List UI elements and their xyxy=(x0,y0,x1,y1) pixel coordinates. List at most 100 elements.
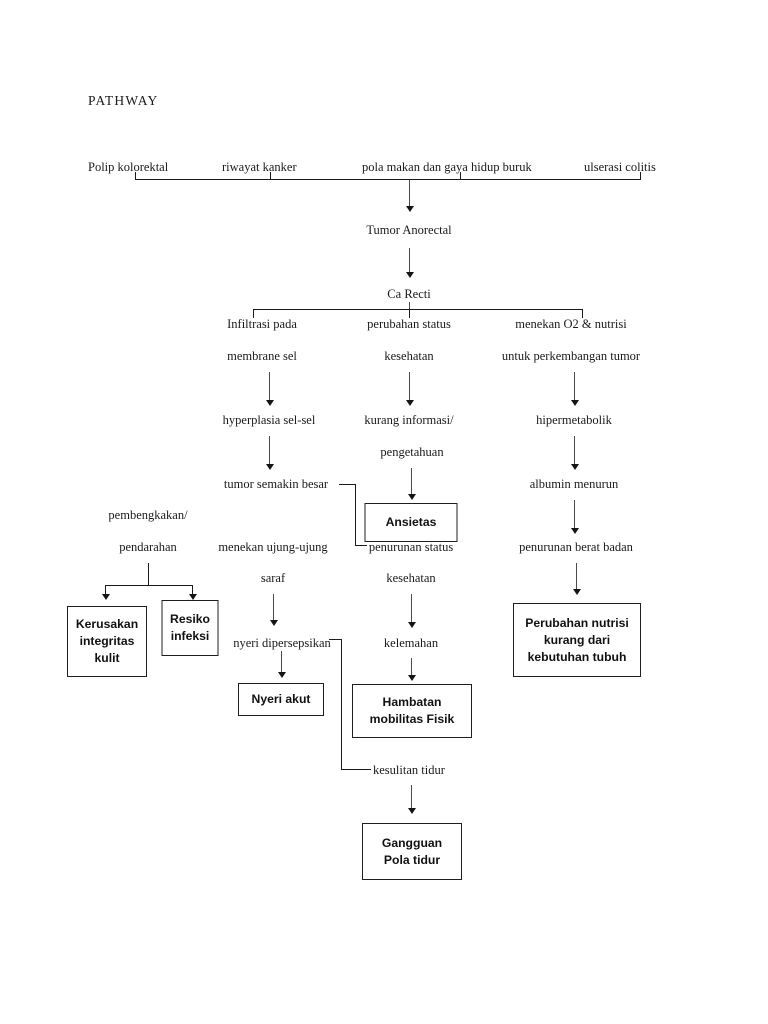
connector-pendarahan-stem xyxy=(148,563,150,586)
arrowhead-to-resiko xyxy=(189,594,197,600)
connector-tumorbesar-elbow-vertical xyxy=(355,484,357,546)
connector-hipermetabolik-to-albumin xyxy=(574,436,576,466)
connector-nyeri-elbow-top xyxy=(329,639,342,641)
node-pembengkakan: pembengkakan/ xyxy=(108,508,188,522)
node-albumin-menurun: albumin menurun xyxy=(529,477,619,491)
node-perubahan-status: perubahan status xyxy=(367,317,451,331)
connector-carecti-bracket xyxy=(253,309,583,311)
connector-tumorbesar-elbow-bottom xyxy=(355,545,367,547)
arrowhead-to-albumin-menurun xyxy=(571,464,579,470)
outcome-box-gangguan-pola-tidur[interactable]: Gangguan Pola tidur xyxy=(362,823,462,880)
connector-drop-kerusakan xyxy=(105,585,107,596)
connector-beratbadan-to-nutrisi xyxy=(576,563,578,591)
box-line-nutrisi-1: Perubahan nutrisi xyxy=(525,615,629,630)
outcome-box-kerusakan-integritas-kulit[interactable]: Kerusakan integritas kulit xyxy=(67,606,147,677)
node-menekan-o2-nutrisi: menekan O2 & nutrisi xyxy=(515,317,627,331)
node-ulserasi-colitis: ulserasi colitis xyxy=(584,160,656,174)
arrowhead-to-hambatan xyxy=(408,675,416,681)
node-penurunan-status: penurunan status xyxy=(368,540,454,554)
box-line-ansietas: Ansietas xyxy=(385,515,437,529)
node-kesehatan-2: kesehatan xyxy=(386,571,436,585)
box-line-nutrisi-3: kebutuhan tubuh xyxy=(527,649,627,664)
box-line-nutrisi-2: kurang dari xyxy=(543,632,611,647)
node-untuk-perkembangan-tumor: untuk perkembangan tumor xyxy=(501,349,641,363)
node-pengetahuan: pengetahuan xyxy=(380,445,444,459)
node-riwayat-kanker: riwayat kanker xyxy=(222,160,297,174)
connector-albumin-to-berat-badan xyxy=(574,500,576,530)
node-polip-kolorektal: Polip kolorektal xyxy=(88,160,169,174)
node-membrane-sel: membrane sel xyxy=(227,349,297,363)
arrowhead-to-perubahan-nutrisi xyxy=(573,589,581,595)
connector-tick-branch-middle xyxy=(409,309,411,318)
node-kurang-informasi: kurang informasi/ xyxy=(364,413,454,427)
arrowhead-to-ansietas xyxy=(408,494,416,500)
node-pendarahan: pendarahan xyxy=(119,540,177,554)
arrowhead-to-penurunan-berat-badan xyxy=(571,528,579,534)
arrowhead-to-tumor-besar xyxy=(266,464,274,470)
connector-carecti-stem xyxy=(409,302,411,310)
node-tumor-semakin-besar: tumor semakin besar xyxy=(223,477,329,491)
box-line-kerusakan-1: Kerusakan xyxy=(75,617,139,631)
connector-tick-risk4 xyxy=(640,172,642,180)
box-line-hambatan-2: mobilitas Fisik xyxy=(369,712,455,726)
arrowhead-to-tumor-anorectal xyxy=(406,206,414,212)
box-line-gangguan-2: Pola tidur xyxy=(383,852,441,867)
arrowhead-to-ca-recti xyxy=(406,272,414,278)
connector-pengetahuan-to-ansietas xyxy=(411,468,413,496)
arrowhead-to-hipermetabolik xyxy=(571,400,579,406)
arrowhead-to-kelemahan xyxy=(408,622,416,628)
node-penurunan-berat-badan: penurunan berat badan xyxy=(519,540,633,554)
connector-tick-branch-right xyxy=(582,309,584,318)
box-line-hambatan-1: Hambatan xyxy=(382,695,442,709)
arrowhead-to-nyeri-dipersepsikan xyxy=(270,620,278,626)
node-kelemahan: kelemahan xyxy=(383,636,439,650)
node-kesehatan-1: kesehatan xyxy=(384,349,434,363)
connector-kesulitan-to-gangguan xyxy=(411,785,413,811)
connector-tumor-to-carecti xyxy=(409,248,411,274)
connector-kesehatan-to-kurang-informasi xyxy=(409,372,411,402)
outcome-box-resiko-infeksi[interactable]: Resiko infeksi xyxy=(161,600,219,656)
connector-tick-risk2 xyxy=(270,172,272,180)
connector-kesehatan2-to-kelemahan xyxy=(411,594,413,624)
connector-tick-risk1 xyxy=(135,172,137,180)
node-infiltrasi-pada: Infiltrasi pada xyxy=(227,317,297,331)
connector-tick-branch-left xyxy=(253,309,255,318)
box-line-gangguan-1: Gangguan xyxy=(381,835,443,850)
node-pola-makan: pola makan dan gaya hidup buruk xyxy=(362,160,532,174)
page-title: PATHWAY xyxy=(88,93,159,108)
arrowhead-to-nyeri-akut xyxy=(278,672,286,678)
arrowhead-to-kerusakan xyxy=(102,594,110,600)
node-hyperplasia: hyperplasia sel-sel xyxy=(222,413,316,427)
arrowhead-to-gangguan-pola-tidur xyxy=(408,808,416,814)
connector-kelemahan-to-hambatan xyxy=(411,658,413,678)
connector-saraf-to-nyeri xyxy=(273,594,275,622)
node-kesulitan-tidur: kesulitan tidur xyxy=(373,763,445,777)
node-menekan-ujung-ujung: menekan ujung-ujung xyxy=(218,540,328,554)
node-tumor-anorectal: Tumor Anorectal xyxy=(366,223,452,237)
connector-membrane-to-hyperplasia xyxy=(269,372,271,402)
connector-risk-bracket xyxy=(135,179,641,181)
box-line-resiko-2: infeksi xyxy=(170,629,210,643)
box-line-kerusakan-3: kulit xyxy=(94,651,120,665)
connector-drop-resiko xyxy=(192,585,194,596)
outcome-box-perubahan-nutrisi[interactable]: Perubahan nutrisi kurang dari kebutuhan … xyxy=(513,603,641,677)
arrowhead-to-hyperplasia xyxy=(266,400,274,406)
connector-nyeri-to-nyeriakut xyxy=(281,651,283,674)
box-line-resiko-1: Resiko xyxy=(170,612,210,626)
connector-pendarahan-bracket xyxy=(105,585,192,587)
connector-tumorbesar-elbow-top xyxy=(339,484,356,486)
node-hipermetabolik: hipermetabolik xyxy=(536,413,612,427)
outcome-box-nyeri-akut[interactable]: Nyeri akut xyxy=(238,683,324,716)
outcome-box-ansietas[interactable]: Ansietas xyxy=(364,503,458,542)
connector-nyeri-elbow-bottom xyxy=(341,769,371,771)
box-line-kerusakan-2: integritas xyxy=(79,634,135,648)
arrowhead-to-kurang-informasi xyxy=(406,400,414,406)
node-ca-recti: Ca Recti xyxy=(387,287,431,301)
connector-risk-to-tumor xyxy=(409,180,411,208)
outcome-box-hambatan-mobilitas-fisik[interactable]: Hambatan mobilitas Fisik xyxy=(352,684,472,738)
connector-tick-risk3 xyxy=(460,172,462,180)
connector-nyeri-elbow-vertical xyxy=(341,639,343,770)
connector-hyperplasia-to-tumor-besar xyxy=(269,436,271,466)
node-nyeri-dipersepsikan: nyeri dipersepsikan xyxy=(233,636,331,650)
